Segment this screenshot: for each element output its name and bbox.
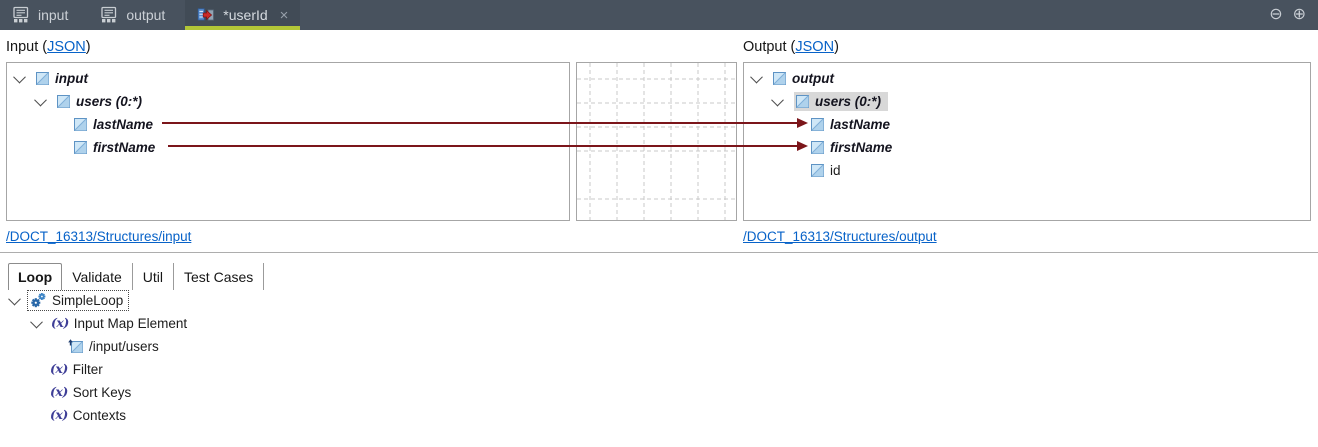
view-controls: ⊖ ⊕	[1269, 0, 1318, 30]
tree-row-firstname[interactable]: firstName	[7, 136, 569, 159]
output-title-text: Output (	[743, 39, 796, 55]
mapping-arrowhead-lastname	[797, 118, 808, 128]
mapping-icon	[197, 6, 215, 24]
input-section-title: Input (JSON)	[6, 39, 91, 55]
tree-row-input-users-path[interactable]: /input/users	[0, 335, 1318, 358]
tree-row-id[interactable]: id	[744, 159, 1310, 182]
tab-output[interactable]: output	[88, 0, 177, 30]
output-section-title: Output (JSON)	[743, 39, 839, 55]
tree-row-output[interactable]: output	[744, 67, 1310, 90]
close-icon[interactable]: ×	[279, 6, 289, 24]
tab-label: Loop	[18, 269, 53, 285]
input-title-paren: )	[85, 39, 91, 55]
tree-row-users[interactable]: users (0:*)	[7, 90, 569, 113]
input-tree-panel: input users (0:*) lastName firstName	[6, 62, 570, 221]
tab-label: output	[126, 7, 166, 23]
tree-item-label[interactable]: SimpleLoop	[52, 293, 124, 308]
tree-item-label[interactable]: lastName	[830, 117, 891, 132]
tree-item-label[interactable]: Sort Keys	[72, 385, 132, 400]
tree-row-input[interactable]: input	[7, 67, 569, 90]
editor-tab-bar: input output	[0, 0, 1318, 30]
tree-row-filter[interactable]: (x) Filter	[0, 358, 1318, 381]
tab-input[interactable]: input	[0, 0, 80, 30]
field-icon	[811, 141, 824, 154]
tree-row-sort-keys[interactable]: (x) Sort Keys	[0, 381, 1318, 404]
tab-validate[interactable]: Validate	[62, 263, 133, 290]
tab-label: input	[38, 7, 69, 23]
tree-row-simpleloop[interactable]: SimpleLoop	[0, 289, 1318, 312]
output-structure-path-link[interactable]: /DOCT_16313/Structures/output	[743, 229, 937, 244]
tab-util[interactable]: Util	[133, 263, 175, 290]
tree-item-label[interactable]: /input/users	[89, 339, 159, 354]
tree-row-users-selected[interactable]: users (0:*)	[744, 90, 1310, 113]
mapping-line-lastname[interactable]	[162, 122, 798, 124]
field-icon	[74, 141, 87, 154]
loop-tree: SimpleLoop (x) Input Map Element /input/…	[0, 289, 1318, 427]
section-divider	[0, 252, 1318, 253]
tab-label: Validate	[72, 268, 122, 285]
input-title-text: Input (	[6, 39, 48, 55]
selected-row-highlight[interactable]: users (0:*)	[794, 92, 889, 111]
tree-row-contexts[interactable]: (x) Contexts	[0, 404, 1318, 427]
bottom-tab-bar: Loop Validate Util Test Cases	[8, 263, 265, 290]
field-icon	[36, 72, 49, 85]
tree-row-lastname[interactable]: lastName	[7, 113, 569, 136]
chevron-down-icon[interactable]	[771, 93, 784, 107]
field-icon	[74, 118, 87, 131]
input-structure-path-link[interactable]: /DOCT_16313/Structures/input	[6, 229, 192, 244]
canvas-grid	[577, 63, 736, 220]
field-icon	[773, 72, 786, 85]
focused-row-outline[interactable]: SimpleLoop	[27, 290, 130, 311]
field-icon	[811, 118, 824, 131]
tab-loop[interactable]: Loop	[8, 263, 63, 290]
tree-item-label[interactable]: Input Map Element	[73, 316, 188, 331]
tree-row-firstname[interactable]: firstName	[744, 136, 1310, 159]
tree-item-label[interactable]: lastName	[93, 117, 154, 132]
field-icon	[57, 95, 70, 108]
chevron-down-icon[interactable]	[34, 93, 47, 107]
fx-icon: (x)	[50, 384, 68, 400]
tree-row-input-map-element[interactable]: (x) Input Map Element	[0, 312, 1318, 335]
structure-icon	[100, 6, 118, 24]
fx-icon: (x)	[50, 361, 68, 377]
tab-label: Test Cases	[184, 268, 254, 285]
mapping-arrowhead-firstname	[797, 141, 808, 151]
field-icon	[796, 95, 809, 108]
tab-test-cases[interactable]: Test Cases	[174, 263, 265, 290]
mapping-line-firstname[interactable]	[168, 145, 798, 147]
tree-item-label[interactable]: input	[55, 71, 88, 86]
chevron-down-icon[interactable]	[8, 292, 21, 306]
field-reference-icon	[68, 339, 84, 354]
tree-item-label[interactable]: Filter	[72, 362, 103, 377]
fx-icon: (x)	[50, 407, 68, 423]
tree-item-label[interactable]: users (0:*)	[76, 94, 143, 109]
tab-label: *userId	[223, 7, 268, 23]
tree-item-label[interactable]: Contexts	[72, 408, 127, 423]
chevron-down-icon[interactable]	[13, 70, 26, 84]
tab-label: Util	[142, 268, 164, 285]
mapping-canvas-panel[interactable]	[576, 62, 737, 221]
tree-item-label[interactable]: id	[830, 163, 841, 178]
tree-item-label[interactable]: users (0:*)	[815, 94, 882, 109]
tree-item-label[interactable]: firstName	[830, 140, 893, 155]
minimize-icon[interactable]: ⊖	[1269, 6, 1283, 23]
tab-userid[interactable]: *userId ×	[185, 0, 301, 30]
input-json-link[interactable]: JSON	[47, 39, 86, 55]
output-json-link[interactable]: JSON	[795, 39, 835, 55]
input-tree: input users (0:*) lastName firstName	[7, 63, 569, 159]
tree-item-label[interactable]: firstName	[93, 140, 156, 155]
output-tree: output users (0:*) lastName	[744, 63, 1310, 182]
output-title-paren: )	[834, 39, 839, 55]
maximize-icon[interactable]: ⊕	[1292, 6, 1306, 23]
fx-icon: (x)	[51, 315, 69, 331]
active-tab-accent	[185, 26, 301, 30]
output-tree-panel: output users (0:*) lastName	[743, 62, 1311, 221]
chevron-down-icon[interactable]	[30, 315, 43, 329]
chevron-down-icon[interactable]	[750, 70, 763, 84]
gears-icon	[30, 292, 47, 309]
tree-item-label[interactable]: output	[792, 71, 834, 86]
structure-icon	[12, 6, 30, 24]
tree-row-lastname[interactable]: lastName	[744, 113, 1310, 136]
field-icon	[811, 164, 824, 177]
